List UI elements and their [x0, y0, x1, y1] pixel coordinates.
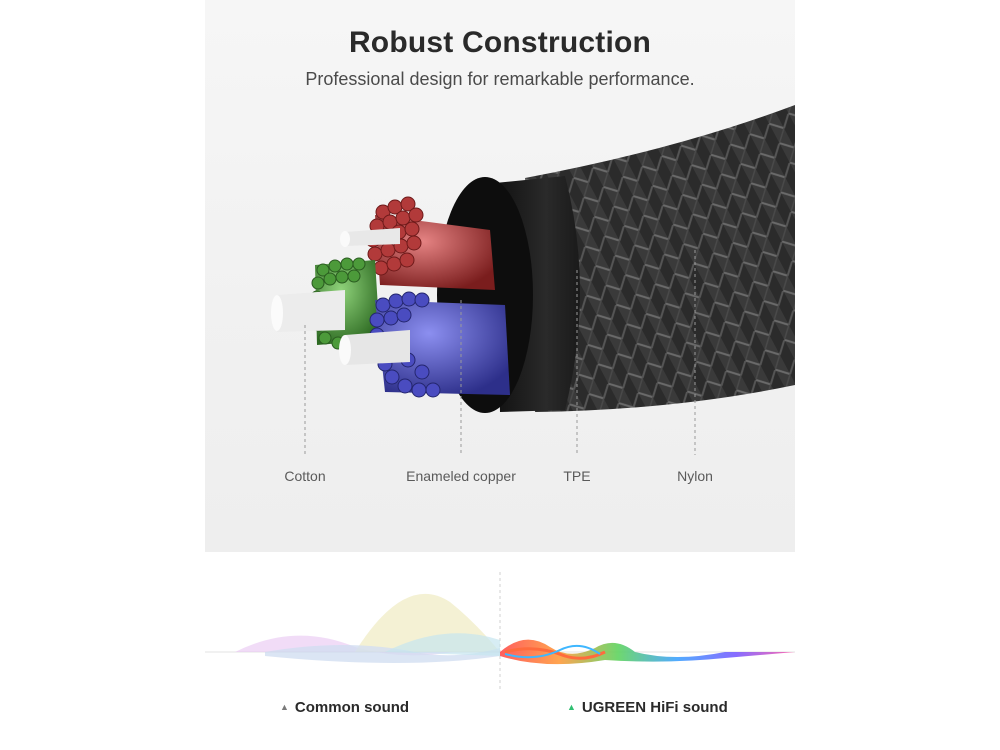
nylon-label: Nylon [677, 468, 713, 484]
hifi-sound-wave [500, 639, 795, 665]
common-sound-label: Common sound [294, 699, 410, 716]
blue-copper-bundle [339, 291, 510, 398]
triangle-marker-icon: ▲ [567, 702, 576, 712]
nylon-jacket [525, 105, 795, 412]
enameled-copper-label: Enameled copper [406, 468, 516, 484]
page-title: Robust Construction [348, 26, 652, 59]
common-sound-caption: ▲ Common sound [280, 699, 409, 716]
page-subtitle: Professional design for remarkable perfo… [305, 69, 695, 89]
triangle-marker-icon: ▲ [280, 702, 289, 712]
cotton-label: Cotton [284, 468, 326, 484]
hifi-sound-label: UGREEN HiFi sound [581, 699, 728, 716]
common-sound-wave [235, 593, 500, 663]
tpe-label: TPE [563, 468, 591, 484]
green-copper-bundle [271, 257, 380, 350]
hifi-sound-caption: ▲ UGREEN HiFi sound [567, 699, 728, 716]
cable-illustration [271, 105, 795, 455]
sound-wave-illustration [205, 572, 795, 692]
red-copper-bundle [340, 196, 495, 290]
